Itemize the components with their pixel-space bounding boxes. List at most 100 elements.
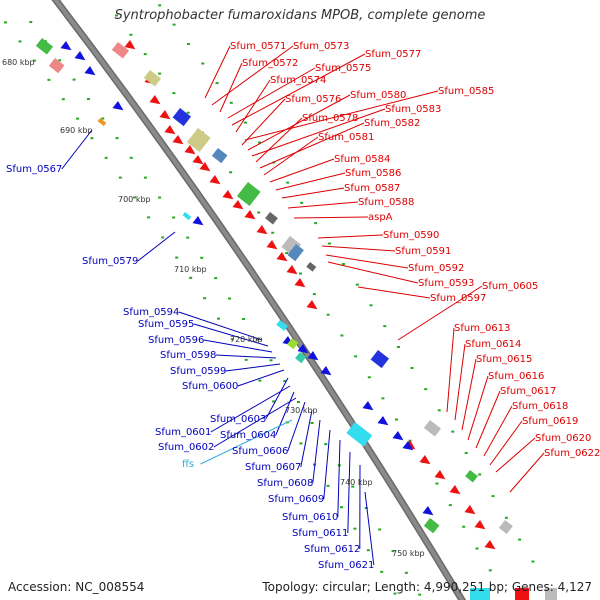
forward-gene-arrow [484, 540, 496, 550]
leader-line [323, 429, 331, 500]
reverse-gene-arrow [402, 441, 414, 451]
gc-dot [271, 231, 275, 234]
gene-block [370, 349, 390, 369]
gene-label: Sfum_0604 [220, 430, 276, 441]
gc-dot [32, 59, 36, 62]
gene-label: Sfum_0597 [430, 293, 486, 304]
gene-block [306, 262, 317, 272]
gene-label: Sfum_0584 [334, 154, 390, 165]
gc-dot [340, 506, 343, 509]
gc-dot [396, 346, 400, 349]
leader-line [200, 419, 293, 465]
leader-line [281, 187, 345, 199]
gc-dot [299, 442, 303, 445]
forward-gene-arrow [419, 455, 431, 465]
gene-label: Sfum_0619 [522, 416, 578, 427]
gene-label: Sfum_0605 [482, 281, 538, 292]
forward-gene-arrow [164, 125, 176, 135]
gc-dot [488, 569, 492, 572]
reverse-gene-arrow [112, 101, 124, 111]
gc-dot [531, 560, 535, 563]
leader-line [235, 79, 271, 133]
gene-label: Sfum_0583 [385, 104, 441, 115]
leader-line [475, 390, 501, 449]
forward-gene-arrow [286, 265, 298, 275]
gc-dot [353, 527, 357, 530]
gene-block [276, 319, 288, 331]
gene-label: aspA [368, 212, 393, 223]
gene-label: Sfum_0585 [438, 86, 494, 97]
leader-line [213, 397, 297, 448]
gene-label: Sfum_0577 [365, 49, 421, 60]
leader-line [244, 90, 439, 141]
gc-dot [299, 272, 302, 275]
reverse-gene-arrow [307, 351, 319, 361]
leader-line [275, 391, 295, 436]
gene-block [287, 338, 299, 350]
reverse-gene-arrow [192, 216, 204, 226]
leader-line [227, 67, 316, 119]
leader-line [237, 369, 285, 387]
gc-dot [381, 397, 385, 400]
gc-dot [186, 236, 190, 239]
leader-line [509, 452, 545, 493]
gc-dot [314, 222, 318, 225]
gc-dot [172, 23, 176, 26]
gene-label: Sfum_0592 [408, 263, 464, 274]
gc-dot [451, 430, 455, 433]
gc-dot [283, 380, 287, 383]
gene-label: Sfum_0580 [350, 90, 406, 101]
gc-dot [101, 117, 105, 120]
gc-dot [404, 571, 408, 574]
gc-dot [462, 525, 466, 528]
leader-line [325, 254, 409, 269]
gene-label: Sfum_0567 [6, 164, 62, 175]
gc-dot [380, 570, 384, 573]
reverse-gene-arrow [60, 41, 72, 51]
gc-dot [286, 181, 290, 184]
gc-dot [378, 528, 382, 531]
gc-dot [186, 43, 190, 46]
leader-line [461, 358, 477, 431]
leader-line [317, 234, 384, 239]
gene-label: Sfum_0574 [270, 75, 326, 86]
gene-block [265, 211, 278, 225]
leader-line [397, 285, 483, 341]
leader-line [219, 62, 243, 113]
leader-line [247, 94, 351, 151]
gc-dot [230, 338, 234, 341]
forward-gene-arrow [464, 505, 476, 515]
gc-dot [200, 256, 204, 259]
gene-block [465, 469, 478, 483]
gene-block [423, 420, 442, 437]
forward-gene-arrow [192, 155, 204, 165]
gc-dot [424, 388, 428, 391]
gc-dot [269, 359, 273, 362]
gene-label: Sfum_0572 [242, 58, 298, 69]
forward-gene-arrow [434, 470, 446, 480]
gc-dot [175, 256, 179, 259]
gene-label: Sfum_0595 [138, 319, 194, 330]
gene-label: Sfum_0610 [282, 512, 338, 523]
gc-dot [296, 401, 300, 404]
gc-dot [18, 40, 22, 43]
map-title: Syntrophobacter fumaroxidans MPOB, compl… [114, 8, 486, 23]
gc-dot [104, 156, 108, 159]
gene-label: Sfum_0575 [315, 63, 371, 74]
leader-line [446, 327, 455, 413]
gc-dot [58, 59, 62, 62]
gc-dot [435, 482, 439, 485]
gene-label: Sfum_0579 [82, 256, 138, 267]
gc-dot [326, 313, 330, 316]
leader-line [210, 385, 291, 433]
gc-dot [61, 98, 65, 101]
gc-dot [76, 117, 80, 120]
gene-label: Sfum_0582 [364, 118, 420, 129]
gc-dot [189, 276, 193, 279]
backbone-core [53, 0, 465, 600]
reverse-gene-arrow [422, 506, 434, 516]
gc-dot [215, 82, 219, 85]
forward-gene-arrow [149, 95, 161, 105]
